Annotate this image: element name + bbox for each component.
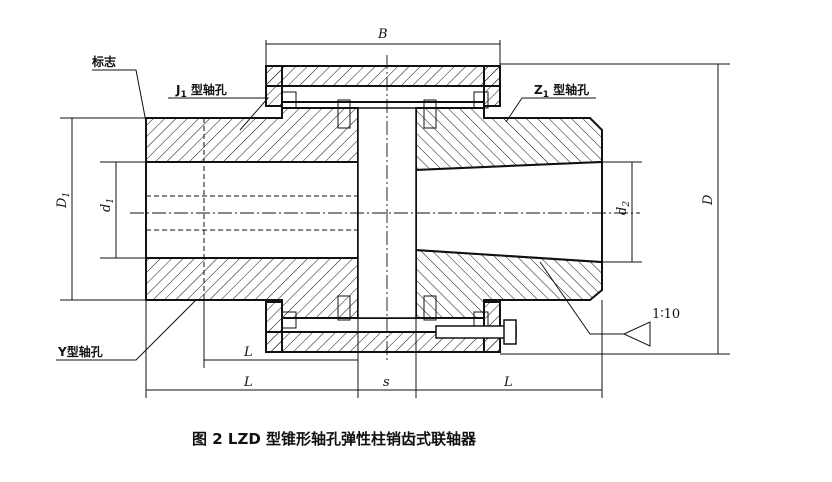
left-hub [145,107,359,319]
right-hub [415,107,603,319]
taper-label: 1∶10 [652,307,680,322]
dim-d2: d2 [615,201,632,215]
dim-s: s [383,375,390,390]
figure-caption: 图 2 LZD 型锥形轴孔弹性柱销齿式联轴器 [192,430,477,448]
dim-L-left: L [243,375,253,390]
dim-D: D [701,194,716,206]
dimension-lines [56,40,730,398]
y-hole-label: Y型轴孔 [57,344,103,359]
dim-L-y: L [243,345,253,360]
dim-B: B [377,27,388,42]
marker-label: 标志 [91,54,116,69]
j1-hole-label: J1 型轴孔 [175,82,227,100]
outer-sleeve-top [265,65,501,107]
dim-D1: D1 [55,192,72,209]
z1-hole-label: Z1 型轴孔 [534,82,589,100]
y-bore-hidden [146,118,358,300]
dim-L-right: L [503,375,513,390]
centerlines [130,55,640,360]
dim-d1: d1 [99,198,116,212]
